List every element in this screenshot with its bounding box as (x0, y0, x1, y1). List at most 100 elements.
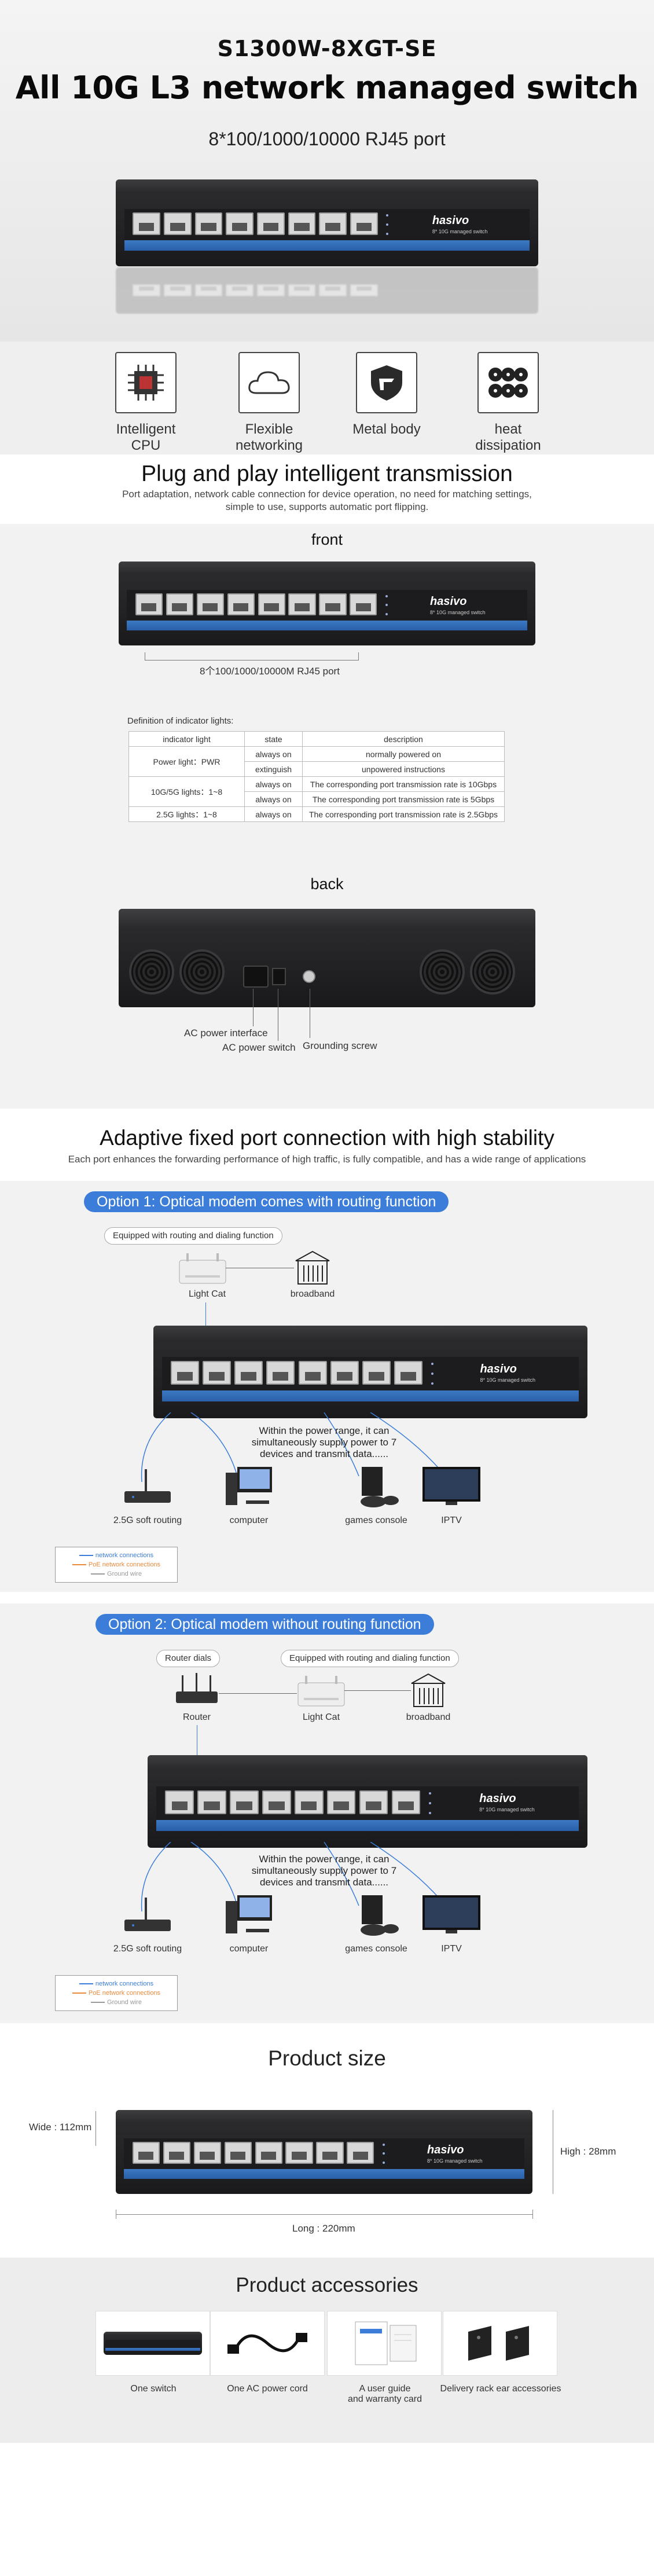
fan-grille (470, 949, 515, 995)
definition-title: Definition of indicator lights: (127, 716, 234, 726)
brand-logo-opt2: hasivo (479, 1792, 516, 1805)
user-guide-icon (355, 2321, 417, 2365)
broadband-label: broadband (406, 1712, 451, 1722)
indicator-table: indicator light state description Power … (128, 731, 505, 822)
device-label: games console (345, 1515, 407, 1525)
table-row: Power light：PWR always on normally power… (128, 746, 505, 777)
legend-swatch-poe (72, 1564, 86, 1565)
brand-sub: 8* 10G managed switch (432, 229, 488, 234)
ac-interface-label: AC power interface (184, 1028, 268, 1039)
legend-ground: Ground wire (107, 1570, 142, 1577)
plug-play-title: Plug and play intelligent transmission (141, 461, 513, 486)
high-dimension: High : 28mm (560, 2146, 616, 2157)
cell-state: always on (244, 806, 303, 822)
games-console-icon (361, 1467, 399, 1507)
wide-dim-line (95, 2111, 96, 2146)
legend-poe: PoE network connections (88, 1990, 161, 1997)
cell-state: always on (244, 791, 303, 807)
fan-grille (179, 949, 225, 995)
long-dim-line (116, 2214, 532, 2215)
cell-power-label: Power light：PWR (128, 746, 245, 777)
light-cat-icon (179, 1253, 226, 1284)
feature-label-heat: heat dissipation (475, 421, 541, 453)
accessory-rack-ears (443, 2311, 557, 2376)
header-indicator: indicator light (128, 731, 245, 747)
switch-thumb (104, 2332, 202, 2355)
cell-state: always on (244, 776, 303, 792)
note-line2: simultaneously supply power to 7 (251, 1437, 397, 1448)
ac-power-socket (243, 966, 269, 988)
legend-swatch-network (79, 1983, 93, 1984)
plug-play-desc: Port adaptation, network cable connectio… (0, 488, 654, 513)
option2-note: Within the power range, it can simultane… (240, 1854, 408, 1888)
fan-icon (488, 368, 528, 398)
network-wire (205, 1302, 206, 1331)
legend-network: network connections (95, 1980, 154, 1987)
device-label: 2.5G soft routing (113, 1944, 182, 1954)
wide-dimension: Wide : 112mm (29, 2122, 92, 2133)
device-label: games console (345, 1944, 407, 1954)
table-row: 2.5G lights：1~8 always on The correspond… (128, 806, 505, 822)
brand-sub-opt1: 8* 10G managed switch (480, 1377, 535, 1383)
switch-image-back (119, 909, 535, 1007)
note-line3: devices and transmit data...... (259, 1448, 389, 1459)
accessory-label: One switch (90, 2384, 217, 2394)
header-description: description (302, 731, 505, 747)
plug-play-desc-line1: Port adaptation, network cable connectio… (122, 489, 532, 500)
hero-section: S1300W-8XGT-SE All 10G L3 network manage… (0, 0, 654, 342)
router-label: Router (182, 1712, 211, 1722)
broadband-icon (411, 1673, 446, 1707)
wire-line (344, 1690, 411, 1691)
ports-bracket (145, 652, 359, 660)
router-icon (176, 1673, 218, 1703)
option1-title: Option 1: Optical modem comes with routi… (84, 1191, 449, 1212)
accessories-section: Product accessories One switch One AC po… (0, 2258, 654, 2443)
cell-desc: The corresponding port transmission rate… (302, 806, 505, 822)
broadband-icon (295, 1250, 330, 1285)
option1-note: Within the power range, it can simultane… (240, 1425, 408, 1460)
accessories-title: Product accessories (236, 2274, 418, 2296)
device-label: computer (229, 1515, 269, 1525)
accessory-label-line2: and warranty card (347, 2394, 422, 2404)
soft-router-icon (124, 1898, 171, 1931)
feature-networking: Flexible networking (223, 352, 315, 454)
cpu-icon (128, 365, 164, 401)
computer-icon (226, 1467, 272, 1505)
brand-logo-front: hasivo (430, 595, 467, 608)
grounding-screw-icon (303, 970, 315, 983)
accessory-switch (95, 2311, 210, 2376)
note-line3: devices and transmit data...... (259, 1877, 389, 1888)
option1-section: Option 1: Optical modem comes with routi… (0, 1181, 654, 1592)
switch-reflection (116, 267, 538, 314)
wire-legend: network connections PoE network connecti… (55, 1547, 178, 1583)
accessory-label-line1: A user guide (359, 2384, 411, 2394)
header-state: state (244, 731, 303, 747)
accessory-power-cord (210, 2311, 325, 2376)
legend-swatch-ground (91, 1573, 105, 1575)
cell-2g-label: 2.5G lights：1~8 (128, 806, 245, 822)
fan-grille (129, 949, 174, 995)
feature-label-cpu: Intelligent CPU (116, 421, 176, 453)
metal-shield-icon (371, 365, 402, 401)
cell-desc: The corresponding port transmission rate… (302, 791, 505, 807)
adaptive-desc: Each port enhances the forwarding perfor… (68, 1154, 586, 1165)
cell-desc: normally powered on (302, 746, 505, 762)
cell-state: always on (244, 746, 303, 762)
brand-sub-size: 8* 10G managed switch (427, 2158, 483, 2164)
iptv-icon (422, 1467, 480, 1505)
device-label: IPTV (441, 1944, 462, 1954)
soft-router-icon (124, 1469, 171, 1503)
note-line2: simultaneously supply power to 7 (251, 1865, 397, 1876)
power-cord-icon (227, 2333, 307, 2354)
long-dimension: Long : 220mm (292, 2223, 355, 2234)
note-line1: Within the power range, it can (259, 1854, 390, 1865)
computer-icon (226, 1895, 272, 1933)
note-line1: Within the power range, it can (259, 1425, 390, 1436)
brand-sub-front: 8* 10G managed switch (430, 610, 486, 615)
accessory-label: One AC power cord (204, 2384, 331, 2394)
